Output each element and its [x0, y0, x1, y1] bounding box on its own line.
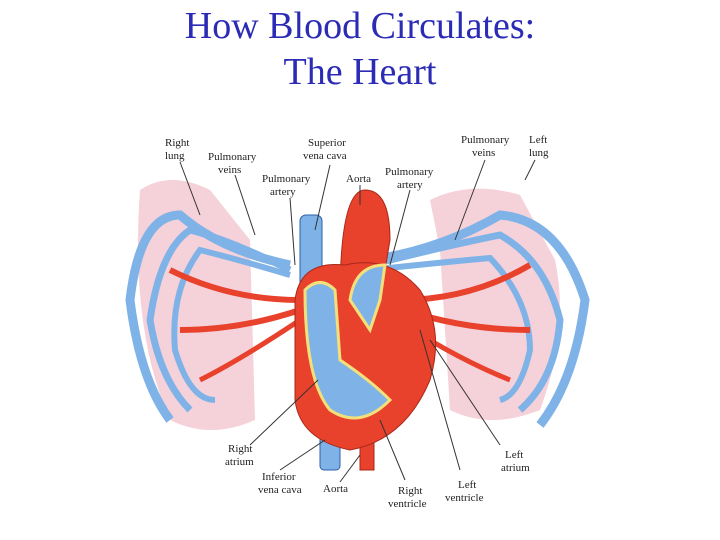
slide-title-line2: The Heart — [283, 51, 437, 88]
label-aorta-bottom: Aorta — [323, 483, 348, 495]
slide-title-line1: How Blood Circulates: — [184, 5, 536, 47]
pulmonary-veins-right-side — [125, 210, 292, 423]
label-aorta-top: Aorta — [346, 173, 371, 185]
pulmonary-trunk — [348, 263, 387, 334]
right-heart-chambers — [303, 281, 393, 420]
label-leader-lines — [179, 159, 536, 483]
pulmonary-veins-left-side — [369, 210, 590, 428]
